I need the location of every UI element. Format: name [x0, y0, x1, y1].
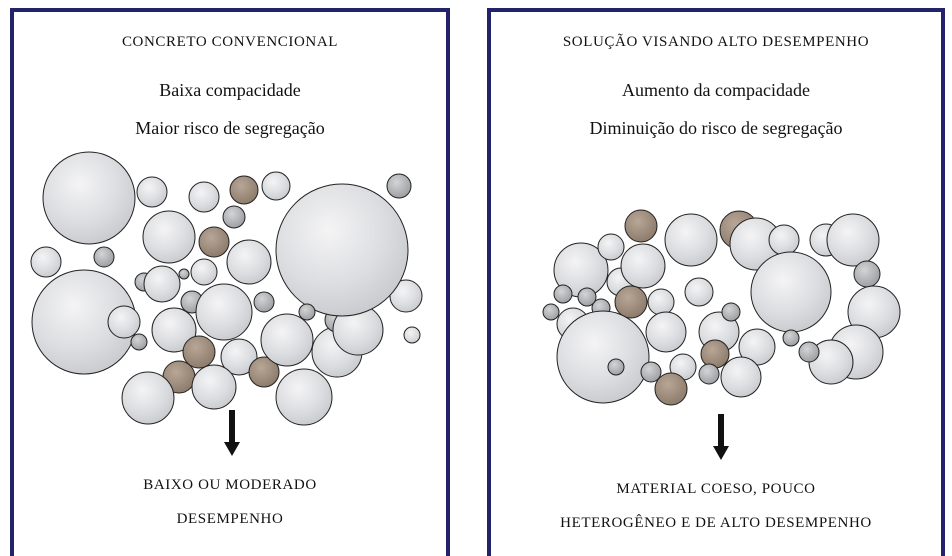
aggregate-particle	[191, 364, 237, 410]
grey-aggregate	[253, 291, 275, 313]
grey-aggregate	[93, 246, 115, 268]
aggregate-particle	[261, 171, 291, 201]
property-compactness: Baixa compacidade	[159, 80, 301, 100]
aggregate-particle	[142, 210, 196, 264]
aggregate-particle	[260, 313, 314, 367]
brown-aggregate	[700, 339, 730, 369]
aggregate-particle	[188, 181, 220, 213]
aggregate-particle	[190, 258, 218, 286]
aggregate-particle	[226, 239, 272, 285]
grey-aggregate	[542, 303, 560, 321]
aggregate-particle	[107, 305, 141, 339]
brown-aggregate	[229, 175, 259, 205]
grey-aggregate	[577, 287, 597, 307]
result-label: BAIXO OU MODERADO DESEMPENHO	[14, 468, 446, 536]
property-segregation: Diminuição do risco de segregação	[589, 118, 843, 138]
panel-high-performance: SOLUÇÃO VISANDO ALTO DESEMPENHO Aumento …	[487, 8, 945, 556]
brown-aggregate	[654, 372, 688, 406]
aggregate-particle	[597, 233, 625, 261]
aggregate-particle	[275, 368, 333, 426]
aggregate-particle	[151, 307, 197, 353]
result-line: HETEROGÊNEO E DE ALTO DESEMPENHO	[560, 515, 872, 531]
aggregate-particle	[645, 311, 687, 353]
grey-aggregate	[298, 303, 316, 321]
aggregate-particle	[195, 283, 253, 341]
aggregate-particle	[403, 326, 421, 344]
grey-aggregate	[607, 358, 625, 376]
aggregate-particle	[684, 277, 714, 307]
grey-aggregate	[721, 302, 741, 322]
aggregate-particle	[220, 338, 258, 376]
result-line: MATERIAL COESO, POUCO	[616, 481, 816, 497]
aggregate-particle	[647, 288, 675, 316]
grey-aggregate	[553, 284, 573, 304]
aggregate-particle	[826, 213, 880, 267]
grey-aggregate	[178, 268, 190, 280]
grey-aggregate	[222, 205, 246, 229]
panel-title: SOLUÇÃO VISANDO ALTO DESEMPENHO	[562, 34, 870, 50]
panel-conventional-concrete: CONCRETO CONVENCIONAL Baixa compacidade …	[10, 8, 450, 556]
result-label: MATERIAL COESO, POUCO HETEROGÊNEO E DE A…	[491, 472, 941, 540]
brown-aggregate	[248, 356, 280, 388]
aggregate-particle	[42, 151, 136, 245]
brown-aggregate	[624, 209, 658, 243]
aggregate-particle	[750, 251, 832, 333]
aggregate-particle	[121, 371, 175, 425]
aggregate-packing-illustration	[542, 209, 901, 406]
aggregate-particle	[275, 183, 409, 317]
aggregate-particle	[720, 356, 762, 398]
grey-aggregate	[798, 341, 820, 363]
brown-aggregate	[182, 335, 216, 369]
grey-aggregate	[130, 333, 148, 351]
grey-aggregate	[640, 361, 662, 383]
down-arrow-icon	[224, 410, 240, 456]
grey-aggregate	[782, 329, 800, 347]
grey-aggregate	[853, 260, 881, 288]
aggregate-particle	[620, 243, 666, 289]
property-segregation: Maior risco de segregação	[135, 118, 325, 138]
aggregate-particle	[664, 213, 718, 267]
aggregate-particle	[768, 224, 800, 256]
result-line: BAIXO OU MODERADO	[143, 477, 317, 493]
aggregate-particle	[143, 265, 181, 303]
panel-title: CONCRETO CONVENCIONAL	[121, 34, 339, 50]
aggregate-particle	[556, 310, 650, 404]
aggregate-particle	[30, 246, 62, 278]
result-line: DESEMPENHO	[176, 511, 284, 527]
aggregate-particle	[136, 176, 168, 208]
brown-aggregate	[198, 226, 230, 258]
brown-aggregate	[614, 285, 648, 319]
grey-aggregate	[698, 363, 720, 385]
property-compactness: Aumento da compacidade	[622, 80, 810, 100]
grey-aggregate	[386, 173, 412, 199]
down-arrow-icon	[713, 414, 729, 460]
aggregate-packing-illustration	[30, 151, 423, 426]
